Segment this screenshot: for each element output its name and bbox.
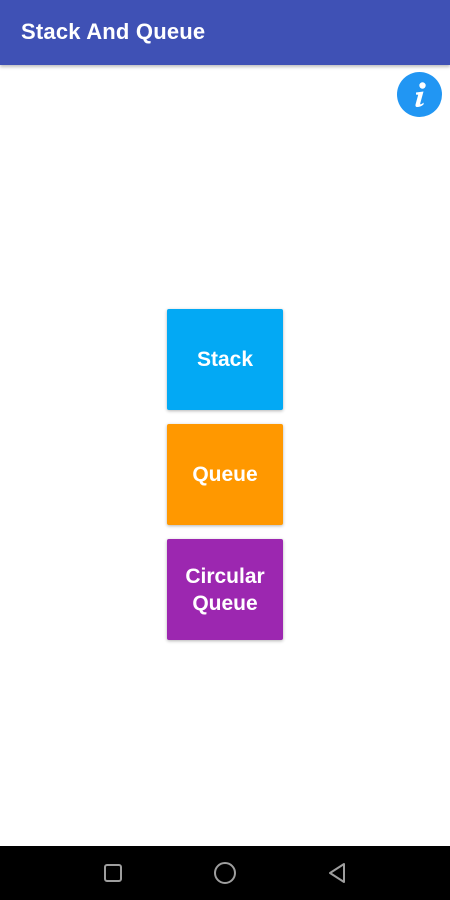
stack-button[interactable]: Stack xyxy=(167,309,283,410)
queue-button-label: Queue xyxy=(192,463,258,486)
info-button[interactable] xyxy=(397,72,442,117)
queue-button[interactable]: Queue xyxy=(167,424,283,525)
recents-button[interactable] xyxy=(98,858,128,888)
system-navigation-bar xyxy=(0,846,450,900)
stack-button-label: Stack xyxy=(196,348,254,371)
square-recents-icon xyxy=(104,864,122,882)
circular-queue-button-label: Circular Queue xyxy=(185,564,265,615)
app-title: Stack And Queue xyxy=(21,19,206,44)
app-bar: Stack And Queue xyxy=(0,0,450,65)
info-icon xyxy=(414,81,426,107)
triangle-back-icon xyxy=(329,863,345,883)
home-button[interactable] xyxy=(210,858,240,888)
back-button[interactable] xyxy=(323,858,353,888)
circular-queue-button[interactable]: Circular Queue xyxy=(167,539,283,640)
circle-home-icon xyxy=(214,862,236,884)
